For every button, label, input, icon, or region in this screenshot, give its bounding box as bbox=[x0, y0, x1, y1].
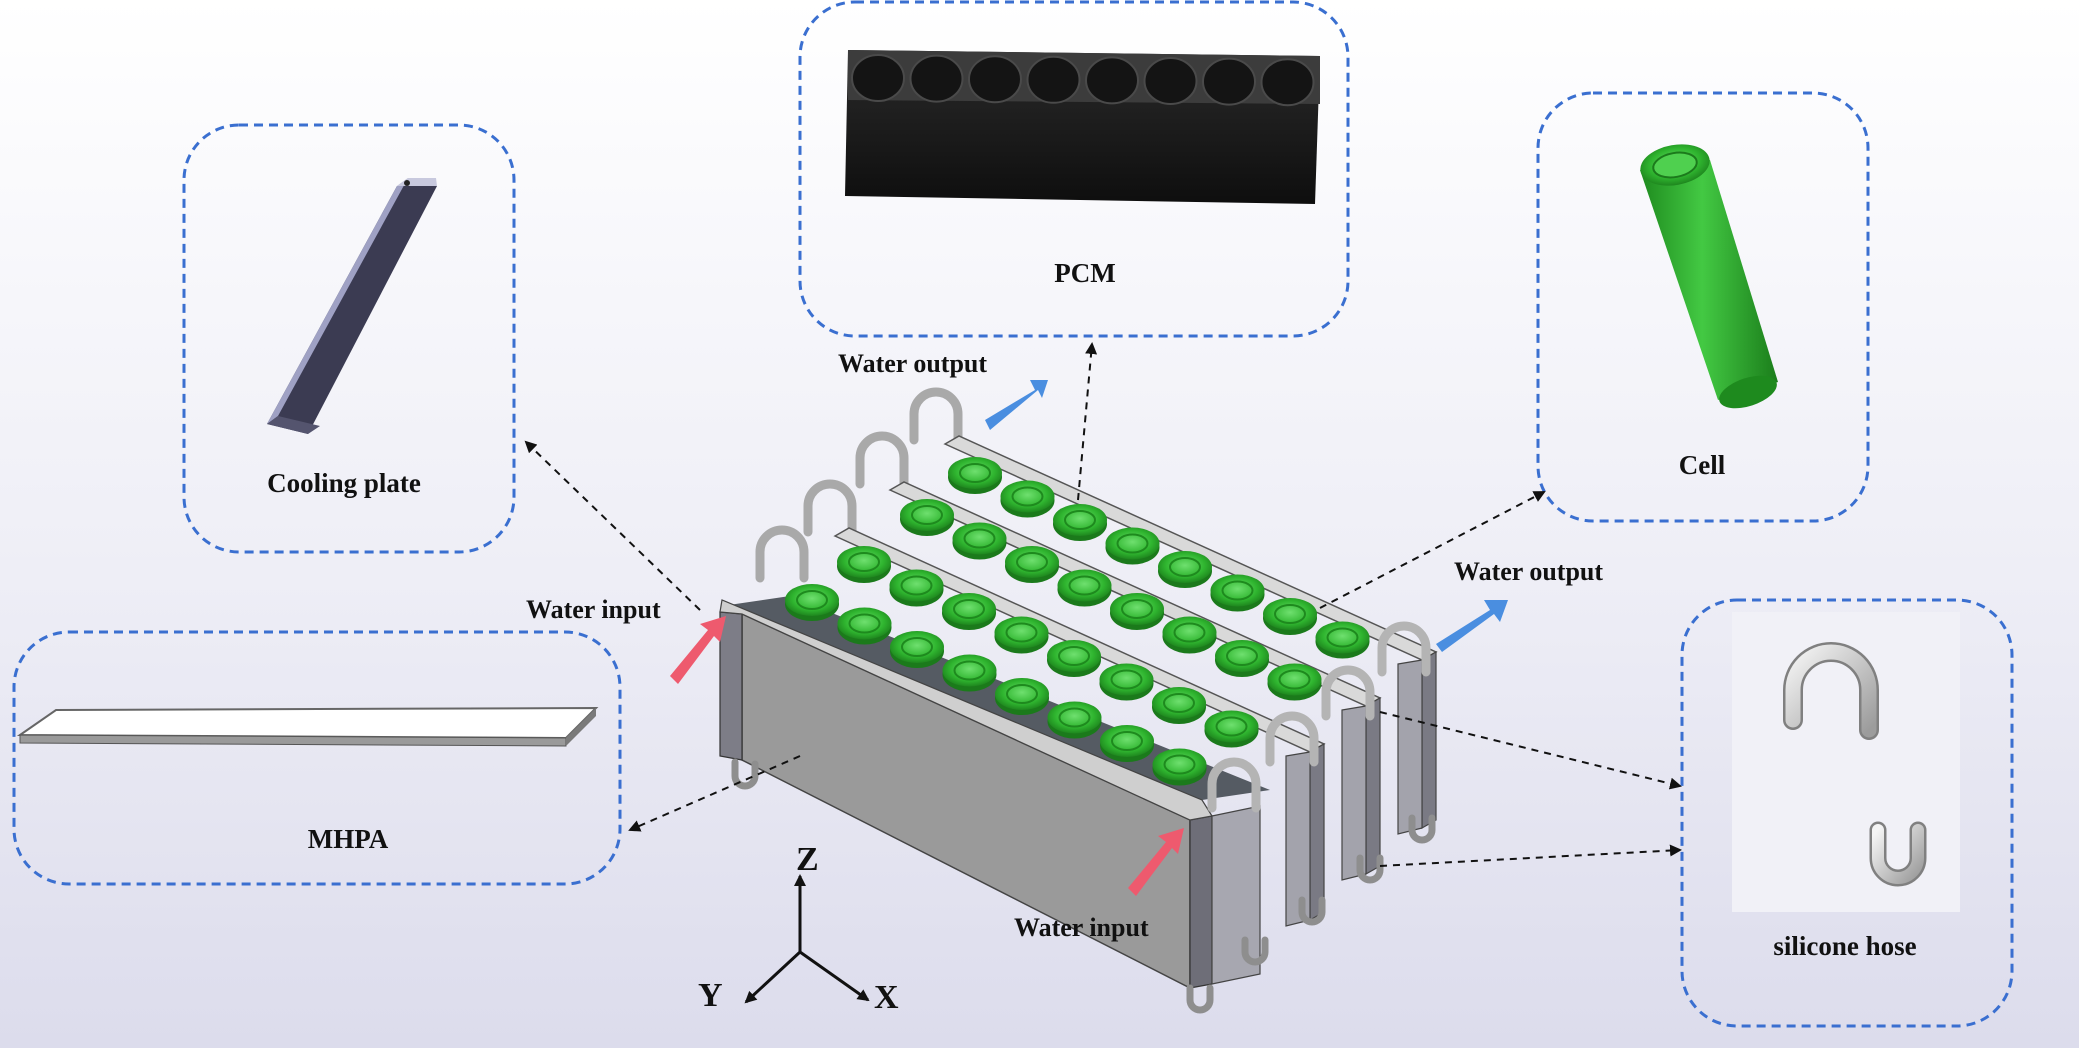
cell-cap bbox=[952, 522, 1007, 560]
silicone-hose-small-icon bbox=[1869, 821, 1927, 887]
cell-cap bbox=[1110, 593, 1164, 630]
cell-label: Cell bbox=[1679, 450, 1726, 480]
cell-cap bbox=[1047, 640, 1101, 677]
cell-cap bbox=[995, 678, 1049, 715]
pcm-label: PCM bbox=[1054, 258, 1115, 288]
axis-z-label: Z bbox=[796, 841, 819, 878]
cell-cap bbox=[1100, 725, 1154, 762]
cell-cap bbox=[1005, 546, 1059, 583]
cell-cap bbox=[900, 499, 954, 536]
cooling-plate-label: Cooling plate bbox=[267, 468, 421, 498]
callout-cell-frame bbox=[1536, 91, 1870, 523]
cell-cap bbox=[942, 593, 996, 630]
silicone-hose-large-icon bbox=[1783, 642, 1879, 740]
cell-cap bbox=[1158, 551, 1212, 588]
water-output-right-arrow bbox=[1436, 600, 1508, 652]
cell-cap bbox=[1099, 663, 1154, 701]
cell-cap bbox=[837, 607, 892, 645]
pcm-hole bbox=[968, 55, 1022, 104]
cell-cap bbox=[889, 569, 944, 607]
cell-caps bbox=[785, 457, 1370, 786]
cell-illustration bbox=[1640, 144, 1778, 409]
pcm-hole bbox=[851, 54, 905, 102]
front-hose-loops bbox=[1207, 621, 1431, 813]
callout-mhpa-frame bbox=[12, 630, 622, 886]
axis-x-label: X bbox=[874, 979, 899, 1016]
callout-silicone-hose-frame bbox=[1680, 598, 2014, 1028]
cell-cap bbox=[1053, 504, 1107, 541]
cell-cap bbox=[994, 616, 1049, 654]
callout-pcm-frame bbox=[798, 0, 1350, 338]
cell-cap bbox=[942, 654, 997, 692]
cell-cap bbox=[837, 546, 891, 583]
cooling-plate-row-4 bbox=[943, 435, 1438, 835]
water-output-right-label: Water output bbox=[1454, 557, 1603, 586]
cell-cap bbox=[948, 457, 1002, 494]
mhpa-illustration bbox=[16, 706, 599, 747]
cell-cap bbox=[1204, 710, 1259, 748]
pcm-hole bbox=[909, 54, 964, 103]
callout-cooling-plate-frame bbox=[182, 123, 516, 554]
pcm-hole bbox=[1260, 58, 1315, 107]
cell-cap bbox=[1047, 701, 1102, 739]
cell-cap bbox=[1315, 621, 1370, 659]
leader-lines bbox=[524, 342, 1682, 867]
pcm-hole bbox=[1026, 55, 1081, 104]
pcm-hole bbox=[1143, 57, 1198, 105]
cell-cap bbox=[1162, 616, 1217, 654]
cell-cap bbox=[1152, 687, 1206, 724]
pcm-illustration bbox=[845, 50, 1320, 204]
bottom-hose-loops bbox=[731, 758, 1436, 1014]
leader-to-mhpa bbox=[628, 755, 801, 832]
cell-cap bbox=[1267, 663, 1322, 701]
silicone-hose-label: silicone hose bbox=[1773, 931, 1916, 961]
back-hose-loops bbox=[755, 387, 963, 583]
water-input-bottom-arrow bbox=[1128, 828, 1184, 896]
leader-to-hose-bottom bbox=[1379, 844, 1682, 867]
water-input-left-arrow bbox=[670, 616, 726, 684]
pcm-hole bbox=[1202, 57, 1256, 106]
water-output-top-arrow bbox=[985, 380, 1048, 430]
callout-silicone-hose: silicone hose bbox=[1680, 598, 2014, 1028]
cell-cap bbox=[890, 631, 944, 668]
cell-cap bbox=[1057, 569, 1112, 607]
callout-mhpa: MHPA bbox=[12, 630, 622, 886]
axis-y-label: Y bbox=[698, 977, 723, 1014]
cell-cap bbox=[1263, 598, 1317, 635]
water-input-left-label: Water input bbox=[526, 595, 661, 624]
battery-module-assembly bbox=[719, 387, 1438, 1014]
water-input-bottom-label: Water input bbox=[1014, 913, 1149, 942]
callout-cooling-plate: Cooling plate bbox=[182, 123, 516, 554]
cooling-plate-illustration bbox=[267, 178, 437, 434]
callout-cell: Cell bbox=[1536, 91, 1870, 523]
callout-pcm: PCM bbox=[798, 0, 1350, 338]
cell-cap bbox=[1215, 640, 1269, 677]
leader-to-cell bbox=[1319, 491, 1546, 609]
pcm-holes bbox=[851, 54, 1315, 107]
coordinate-axes bbox=[744, 874, 870, 1004]
pcm-hole bbox=[1085, 56, 1139, 105]
cell-cap bbox=[1152, 748, 1207, 786]
cell-cap bbox=[1210, 574, 1265, 612]
leader-to-pcm bbox=[1077, 342, 1098, 501]
cell-cap bbox=[1000, 480, 1055, 518]
mhpa-label: MHPA bbox=[308, 824, 389, 854]
water-output-top-label: Water output bbox=[838, 349, 987, 378]
cell-cap bbox=[785, 584, 839, 621]
leader-to-cooling-plate bbox=[524, 440, 701, 611]
cell-cap bbox=[1105, 527, 1160, 565]
module-front-face bbox=[719, 599, 1261, 990]
